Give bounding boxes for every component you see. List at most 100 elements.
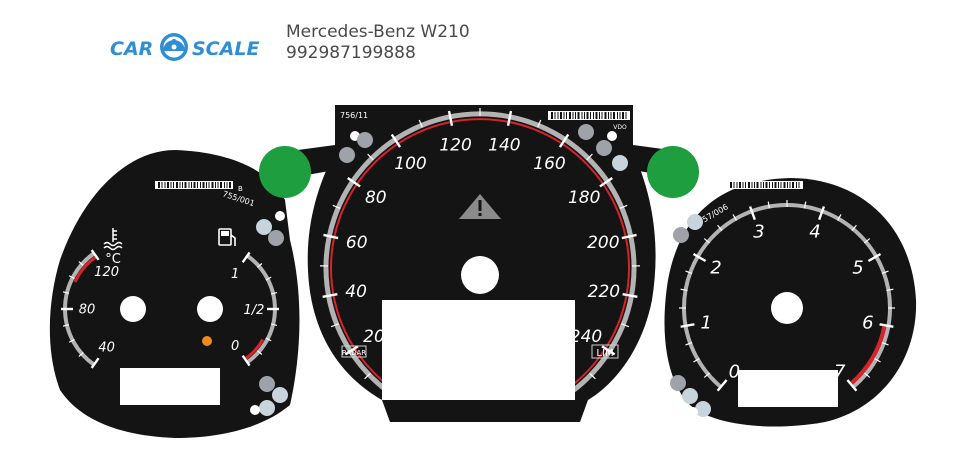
warning-light — [673, 227, 689, 243]
temp-tick — [68, 275, 75, 280]
speed-tick — [599, 177, 613, 188]
temp-needle-hole — [120, 296, 146, 322]
warning-light — [687, 214, 703, 230]
speed-label: 120 — [439, 136, 471, 156]
speed-tick — [558, 133, 570, 148]
fuel-tick — [256, 350, 263, 355]
tach-tick — [881, 270, 889, 275]
tach-tick — [863, 372, 871, 378]
tach-tick — [803, 201, 807, 209]
tachometer-center-hole — [771, 292, 803, 324]
logo-gauge-icon — [160, 33, 188, 61]
product-info: Mercedes-Benz W210 992987199888 — [286, 22, 470, 64]
speed-label: 20 — [363, 327, 385, 347]
carscale-logo: CAR SCALE — [110, 30, 280, 64]
left-gauge-variant: B — [238, 185, 243, 193]
tach-tick — [863, 238, 871, 244]
radar-label: RADAR — [342, 349, 366, 357]
speedometer-display-window — [382, 300, 575, 400]
speed-tick — [332, 204, 341, 209]
speed-label: 80 — [365, 188, 387, 208]
tachometer-barcode — [727, 181, 803, 189]
speed-label: 160 — [533, 154, 565, 174]
speed-tick — [619, 204, 628, 209]
warning-light — [357, 132, 373, 148]
fuel-label: 1 — [231, 267, 239, 282]
warning-light — [259, 400, 275, 416]
warning-light — [578, 124, 594, 140]
warning-light — [682, 388, 698, 404]
speed-tick — [322, 292, 338, 299]
tach-label: 1 — [700, 313, 711, 334]
header: CAR SCALE Mercedes-Benz W210 99298719988… — [110, 22, 530, 72]
tach-red-zone — [849, 324, 887, 386]
tach-tick — [846, 379, 858, 392]
tach-tick — [693, 357, 700, 363]
speed-tick — [586, 153, 593, 161]
fuel-tick — [265, 276, 272, 281]
tach-tick — [851, 224, 857, 232]
speed-tick — [601, 345, 616, 356]
fuel-tick — [271, 292, 278, 295]
model-name: Mercedes-Benz W210 — [286, 22, 470, 42]
speed-label: 180 — [568, 188, 600, 208]
speed-tick — [390, 133, 402, 148]
tach-tick — [680, 323, 695, 328]
fuel-tick — [256, 263, 263, 268]
left-gauge — [49, 150, 300, 438]
temp-label: 40 — [98, 340, 115, 355]
speedometer-barcode — [548, 111, 630, 120]
temp-red-zone — [73, 255, 98, 283]
brand-right-text: SCALE — [192, 38, 259, 60]
temp-tick — [78, 261, 84, 266]
warning-light — [695, 401, 711, 417]
speed-tick — [344, 345, 359, 356]
right-turn-indicator — [647, 146, 699, 198]
speed-tick — [347, 177, 361, 188]
speed-tick — [367, 153, 374, 161]
speed-tick — [621, 233, 637, 240]
temp-label: 80 — [79, 303, 96, 318]
tach-tick — [836, 214, 842, 221]
speed-tick — [364, 372, 371, 380]
fuel-pump-icon — [218, 228, 236, 246]
speed-label: 200 — [587, 233, 619, 253]
tach-label: 3 — [753, 221, 764, 242]
speed-tick — [447, 110, 454, 126]
speed-tick — [330, 323, 339, 328]
lim-label: LIM — [596, 348, 613, 359]
left-marker-dot — [275, 211, 285, 221]
left-turn-indicator — [259, 146, 311, 198]
tach-tick — [716, 379, 728, 392]
temp-tick — [62, 324, 70, 327]
tach-tick — [732, 214, 738, 221]
speed-label: 40 — [345, 282, 367, 302]
speedometer-center-hole — [461, 256, 499, 294]
coolant-temperature-icon — [103, 228, 123, 251]
tach-tick — [818, 206, 826, 221]
fuel-tick — [271, 323, 278, 326]
fuel-needle-hole — [197, 296, 223, 322]
left-gauge-barcode — [155, 181, 233, 189]
speedometer-part-number: 756/11 — [340, 111, 368, 120]
fuel-reserve-dot — [202, 336, 212, 346]
fuel-label: 1/2 — [244, 303, 265, 318]
tach-tick — [685, 341, 693, 346]
tachometer-variant: B — [720, 186, 725, 194]
tach-tick — [703, 238, 711, 244]
tach-tick — [680, 288, 688, 292]
speed-label: 140 — [488, 136, 520, 156]
speed-tick — [622, 292, 638, 299]
temp-tick — [68, 338, 75, 343]
temp-tick — [62, 291, 70, 294]
fuel-tick — [241, 355, 251, 367]
tach-tick — [874, 357, 881, 363]
speedometer-maker: VDO — [613, 124, 627, 131]
speed-tick — [589, 372, 596, 380]
warning-light — [596, 140, 612, 156]
product-code: 992987199888 — [286, 43, 416, 63]
speed-label: 220 — [588, 282, 620, 302]
tach-tick — [703, 372, 711, 378]
speed-tick — [418, 119, 423, 128]
